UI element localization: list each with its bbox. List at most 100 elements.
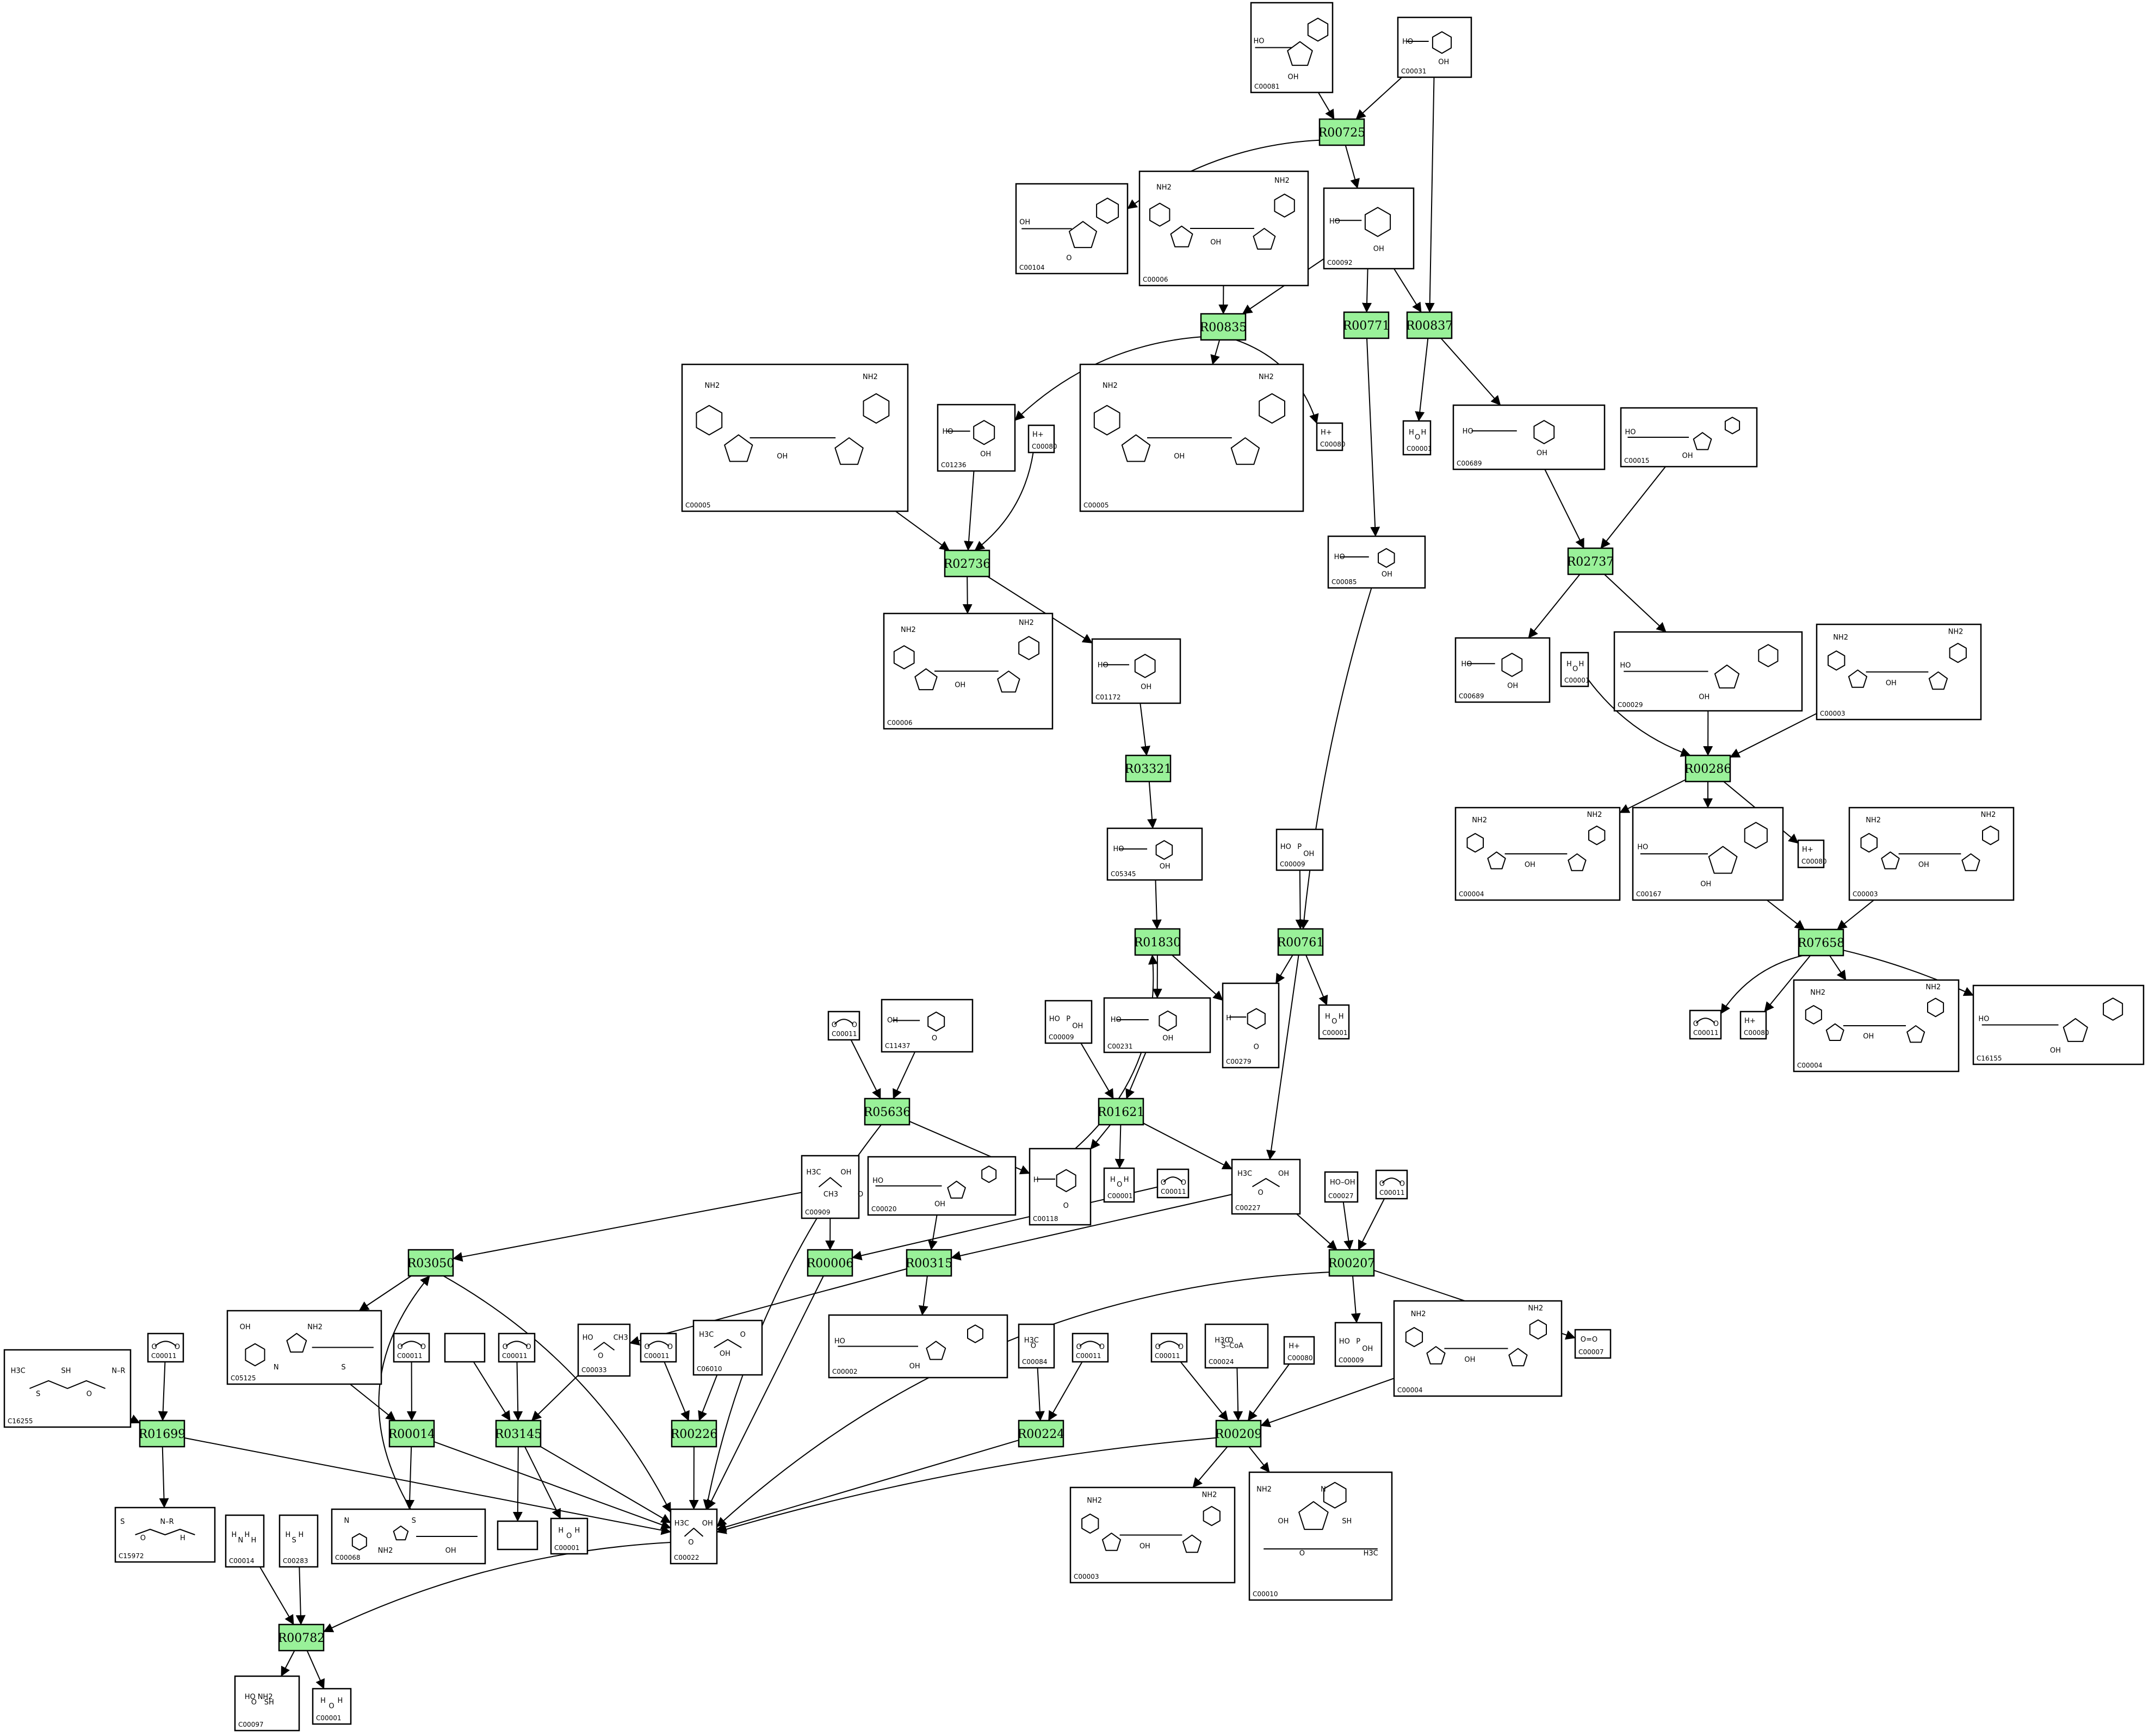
reaction-r03145[interactable]: R03145 [495,1419,542,1448]
reaction-r00761[interactable]: R00761 [1277,928,1324,956]
compound-c00080[interactable]: H+C00080 [1797,839,1827,869]
reaction-r03050[interactable]: R03050 [407,1249,455,1277]
reaction-r00837[interactable]: R00837 [1406,311,1453,339]
compound-label: C00001 [316,1714,342,1722]
reaction-r00207[interactable]: R00207 [1328,1249,1376,1277]
reaction-r00226[interactable]: R00226 [671,1419,718,1448]
reaction-r02737[interactable]: R02737 [1567,547,1614,575]
reaction-r00224[interactable]: R00224 [1018,1419,1065,1448]
reaction-r00006[interactable]: R00006 [807,1249,854,1277]
reaction-r01830[interactable]: R01830 [1134,928,1181,956]
reaction-r00209[interactable]: R00209 [1215,1419,1262,1448]
reaction-r00835[interactable]: R00835 [1200,313,1247,341]
reaction-r00286[interactable]: R00286 [1684,754,1732,783]
compound-c00080[interactable]: H+C00080 [1283,1336,1315,1365]
svg-text:H: H [1226,1014,1231,1022]
reaction-r07658[interactable]: R07658 [1798,928,1845,957]
reaction-r01699[interactable]: R01699 [139,1419,186,1448]
reaction-r00771[interactable]: R00771 [1343,311,1390,339]
compound-empty[interactable] [444,1332,486,1363]
compound-empty[interactable] [497,1520,538,1551]
svg-text:HO: HO [1463,427,1473,436]
reaction-r05636[interactable]: R05636 [864,1098,911,1126]
compound-c00080[interactable]: H+C00080 [1739,1010,1769,1040]
reaction-r00315[interactable]: R00315 [906,1249,953,1277]
compound-c00080[interactable]: H+C00080 [1316,422,1346,451]
reaction-r00782[interactable]: R00782 [278,1623,325,1652]
reaction-r00725[interactable]: R00725 [1318,118,1366,146]
reaction-r00014[interactable]: R00014 [388,1419,436,1448]
compound-c00080[interactable]: H+C00080 [1027,424,1057,454]
reaction-r01621[interactable]: R01621 [1098,1098,1145,1126]
reaction-r02736[interactable]: R02736 [944,549,991,578]
reaction-r03321[interactable]: R03321 [1125,754,1172,783]
